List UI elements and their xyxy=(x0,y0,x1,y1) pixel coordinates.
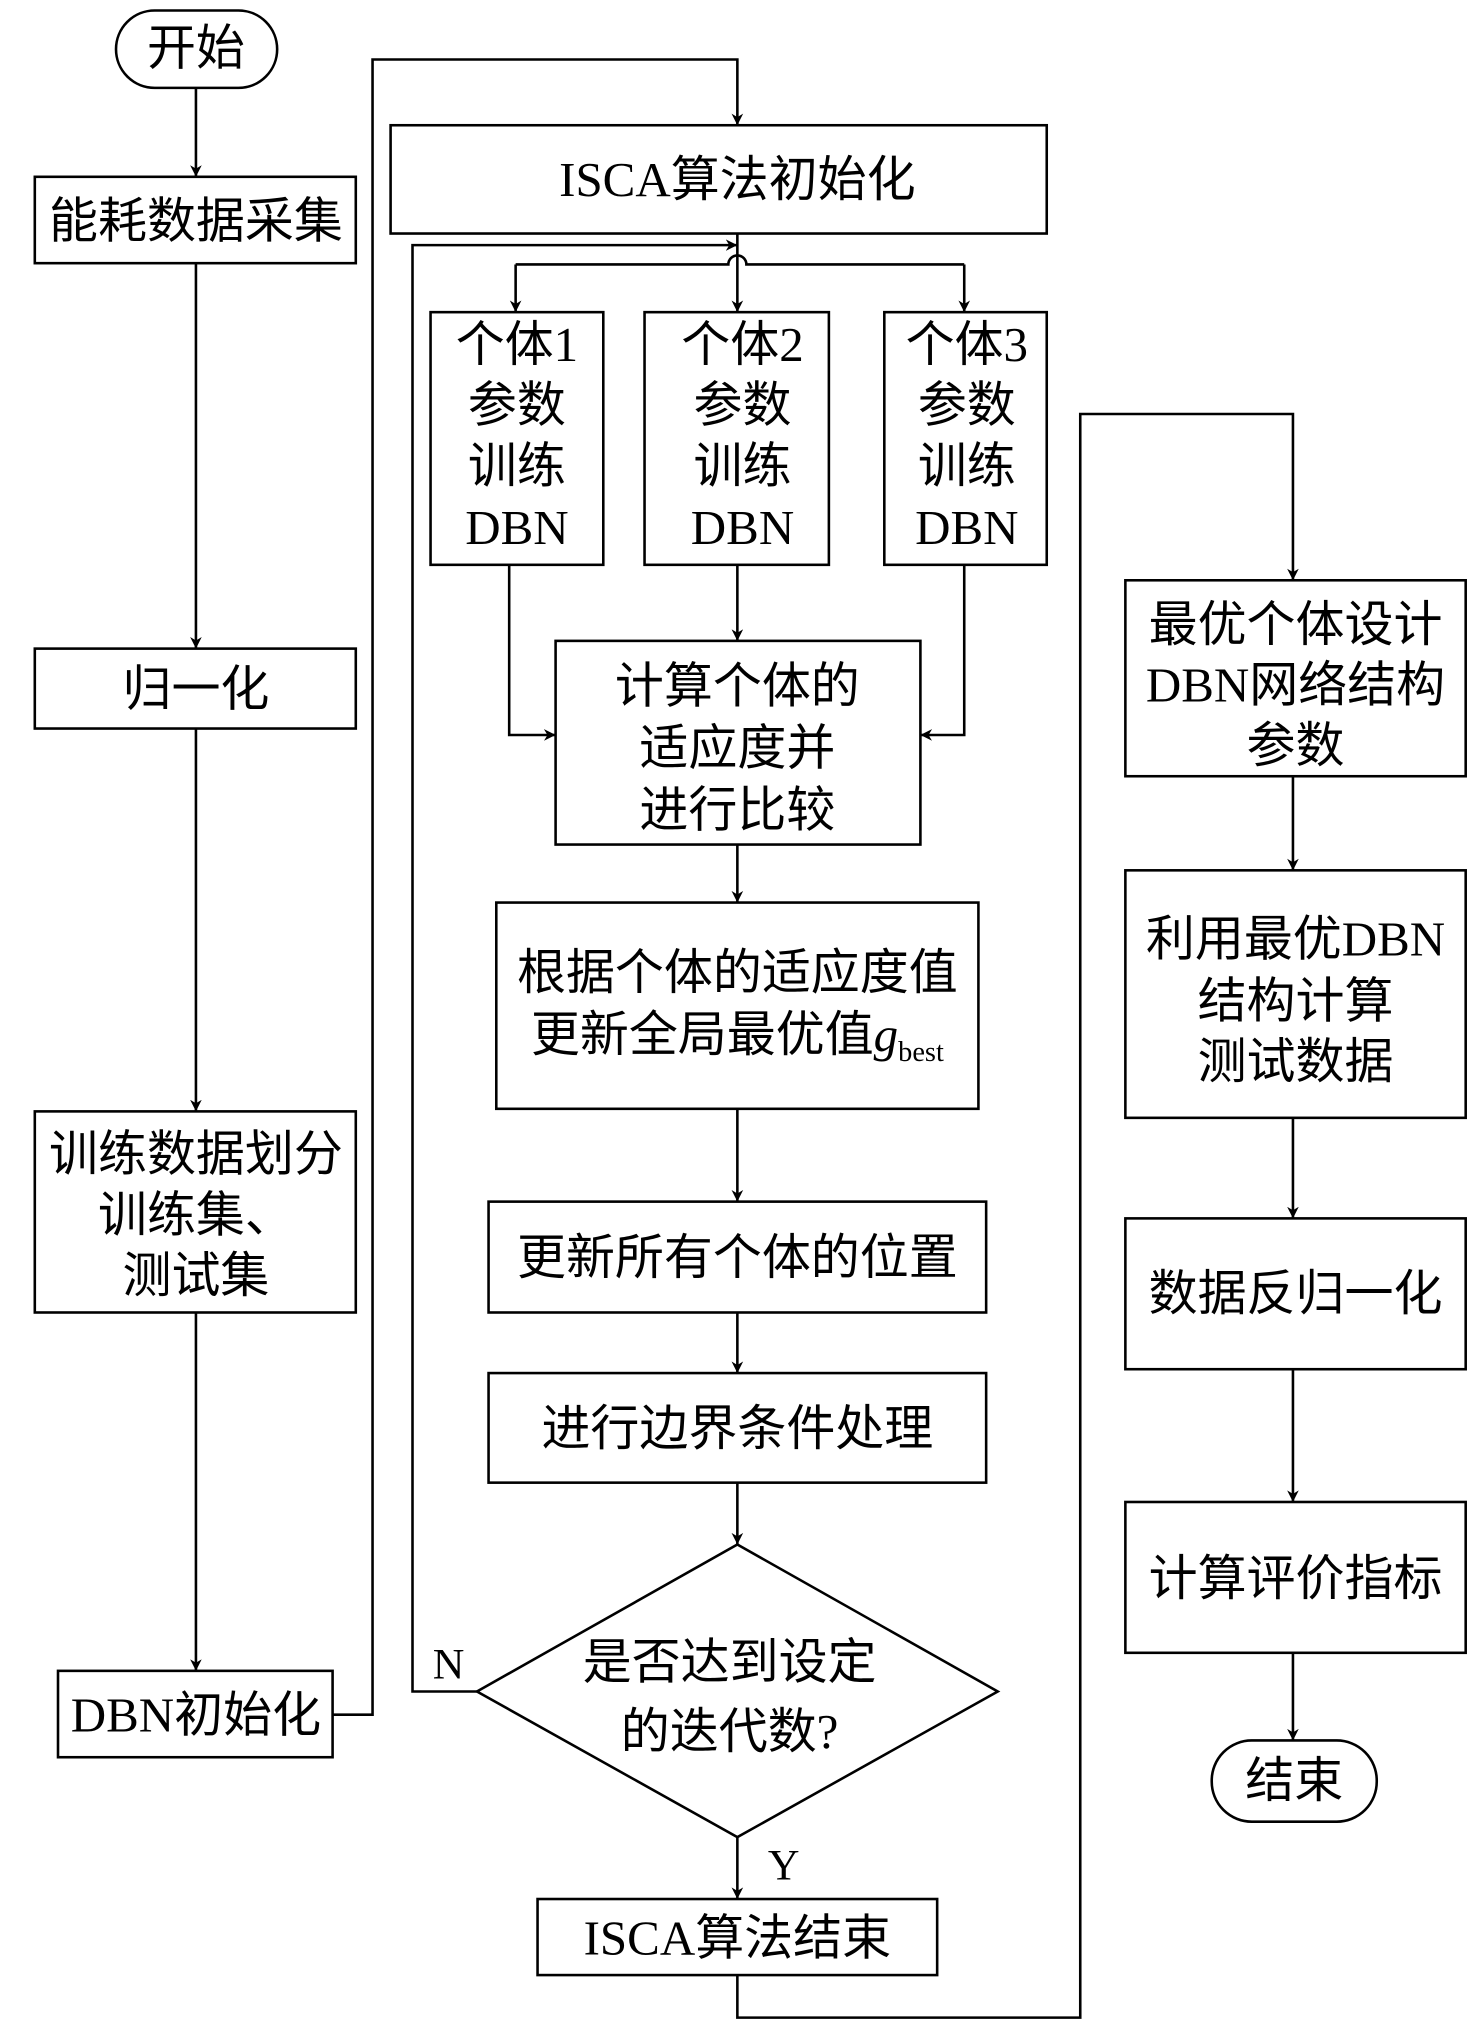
individual-label: 参数 xyxy=(694,378,792,433)
individual-label: 个体3 xyxy=(906,317,1028,372)
end-label: 结束 xyxy=(1245,1753,1343,1808)
isca-end-label: ISCA算法结束 xyxy=(584,1910,891,1965)
update-best-label: 更新全局最优值gbest xyxy=(531,1007,944,1068)
end-terminal: 结束 xyxy=(1210,1739,1379,1823)
update-best-box: 根据个体的适应度值 更新全局最优值gbest xyxy=(495,901,980,1111)
individual-label: 训练 xyxy=(918,438,1016,493)
update-position-label: 更新所有个体的位置 xyxy=(517,1230,958,1285)
individual-label: 个体2 xyxy=(681,317,803,372)
compute-label: 结构计算 xyxy=(1198,973,1394,1028)
start-terminal: 开始 xyxy=(114,9,279,90)
arrow xyxy=(736,412,1299,2019)
collect-label: 能耗数据采集 xyxy=(49,193,343,248)
compute-label: 利用最优DBN xyxy=(1146,911,1445,966)
update-best-label: 根据个体的适应度值 xyxy=(517,945,958,1000)
design-label: 最优个体设计 xyxy=(1149,597,1443,652)
split-box: 训练数据划分 训练集、 测试集 xyxy=(33,1110,358,1314)
metrics-label: 计算评价指标 xyxy=(1149,1551,1443,1606)
dbn-init-label: DBN初始化 xyxy=(71,1687,321,1742)
individual-3-box: 个体3 参数 训练 DBN xyxy=(883,310,1049,567)
fitness-box: 计算个体的 适应度并 进行比较 xyxy=(554,639,922,846)
decision-label: 的迭代数? xyxy=(621,1704,839,1759)
individual-2-box: 个体2 参数 训练 DBN xyxy=(643,310,831,567)
individual-label: 训练 xyxy=(694,438,792,493)
design-label: DBN网络结构 xyxy=(1146,657,1445,712)
individual-1-box: 个体1 参数 训练 DBN xyxy=(429,310,605,567)
isca-end-box: ISCA算法结束 xyxy=(536,1897,939,1977)
metrics-box: 计算评价指标 xyxy=(1124,1500,1467,1655)
design-box: 最优个体设计 DBN网络结构 参数 xyxy=(1124,579,1467,778)
fitness-label: 适应度并 xyxy=(639,721,835,776)
denormalize-box: 数据反归一化 xyxy=(1124,1217,1467,1371)
individual-label: 参数 xyxy=(918,378,1016,433)
individual-label: 个体1 xyxy=(456,317,578,372)
individual-label: DBN xyxy=(465,500,568,555)
update-position-box: 更新所有个体的位置 xyxy=(487,1200,988,1314)
compute-box: 利用最优DBN 结构计算 测试数据 xyxy=(1124,869,1467,1120)
isca-init-box: ISCA算法初始化 xyxy=(389,123,1049,235)
design-label: 参数 xyxy=(1247,718,1345,773)
boundary-box: 进行边界条件处理 xyxy=(487,1371,988,1484)
individual-label: DBN xyxy=(915,500,1018,555)
iteration-decision: 是否达到设定 的迭代数? xyxy=(474,1543,1001,1839)
compute-label: 测试数据 xyxy=(1198,1034,1394,1089)
merge-arrows xyxy=(507,564,966,741)
split-label: 训练数据划分 xyxy=(49,1127,343,1182)
branch-arrows xyxy=(411,233,971,1693)
collect-box: 能耗数据采集 xyxy=(33,175,358,265)
no-label: N xyxy=(433,1641,465,1689)
split-label: 训练集、 xyxy=(98,1187,294,1242)
normalize-box: 归一化 xyxy=(33,647,358,730)
decision-label: 是否达到设定 xyxy=(583,1635,877,1690)
individual-label: 训练 xyxy=(468,438,566,493)
dbn-init-box: DBN初始化 xyxy=(56,1669,334,1759)
yes-label: Y xyxy=(768,1842,800,1890)
boundary-label: 进行边界条件处理 xyxy=(541,1401,933,1456)
normalize-label: 归一化 xyxy=(122,661,269,716)
start-label: 开始 xyxy=(147,21,245,76)
isca-init-label: ISCA算法初始化 xyxy=(559,152,915,207)
split-label: 测试集 xyxy=(122,1248,269,1303)
fitness-label: 进行比较 xyxy=(639,783,835,838)
left-arrows xyxy=(190,58,744,1716)
denormalize-label: 数据反归一化 xyxy=(1149,1266,1443,1321)
individual-label: DBN xyxy=(691,500,794,555)
individual-label: 参数 xyxy=(468,378,566,433)
fitness-label: 计算个体的 xyxy=(615,659,860,714)
